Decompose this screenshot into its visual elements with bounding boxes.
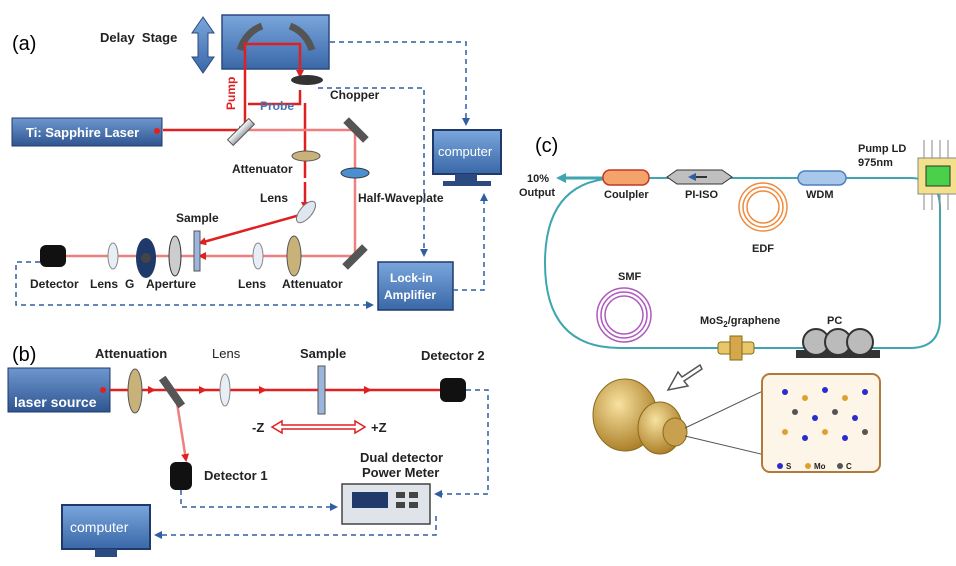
detector-a	[40, 245, 66, 267]
connector-closeup	[592, 378, 688, 455]
sample-b-label: Sample	[300, 346, 346, 361]
attenuation-label: Attenuation	[95, 346, 167, 361]
legend-mo: Mo	[814, 462, 826, 471]
zoom-arrow-icon	[666, 363, 703, 392]
attenuator-top-label: Attenuator	[232, 162, 293, 176]
mos2-label-suffix: /graphene	[728, 315, 781, 327]
lens-left	[107, 242, 119, 270]
laser-source-label: laser source	[14, 394, 97, 410]
aperture-label: Aperture	[146, 277, 196, 291]
coupler	[602, 169, 650, 186]
attenuator-top	[291, 150, 321, 162]
pi-iso	[666, 169, 733, 185]
attenuation-component	[127, 368, 186, 414]
sample-a	[193, 230, 201, 272]
delay-stage	[221, 14, 330, 70]
legend-s: S	[786, 462, 792, 471]
mirror-top-right	[343, 117, 369, 143]
lens-left-label: Lens	[90, 277, 118, 291]
pump-ld-pins	[923, 140, 949, 210]
lens-b-label: Lens	[212, 346, 241, 361]
mirror-beamsplitter	[226, 117, 256, 147]
pc-label: PC	[827, 315, 842, 327]
lens-right-label: Lens	[238, 277, 266, 291]
pump-ld	[917, 157, 956, 195]
g-component	[136, 238, 156, 278]
plus-z-label: +Z	[371, 420, 387, 435]
computer-b-label: computer	[70, 519, 129, 535]
wdm	[797, 170, 847, 186]
signal-lines-b	[154, 389, 489, 539]
sample-a-label: Sample	[176, 211, 219, 225]
mirror-bottom-right	[342, 244, 368, 270]
closeup-pointer-lines	[684, 389, 766, 456]
mos2-connector	[717, 335, 755, 361]
coupler-label: Coulpler	[604, 189, 649, 201]
lens-upper	[295, 200, 317, 224]
computer-a	[432, 129, 502, 186]
ti-sapphire-laser	[11, 117, 163, 147]
edf-coil	[738, 182, 788, 232]
aperture	[168, 235, 182, 277]
lockin-amplifier	[377, 261, 454, 311]
mos2-label-sub: 2	[723, 320, 728, 329]
dual-detector-label-line1: Dual detector	[360, 450, 443, 465]
minus-z-label: -Z	[252, 420, 264, 435]
fiber-ring	[543, 177, 941, 349]
probe-beam	[58, 128, 357, 260]
computer-a-label: computer	[438, 144, 493, 159]
polarization-controller	[796, 328, 880, 358]
attenuator-bottom-label: Attenuator	[282, 277, 343, 291]
detector1-label: Detector 1	[204, 468, 268, 483]
output-label-line2: Output	[519, 187, 555, 199]
detector2	[440, 378, 466, 402]
detector-a-label: Detector	[30, 277, 79, 291]
lattice-inset	[761, 373, 881, 473]
z-double-arrow-icon	[270, 419, 367, 435]
detector1	[170, 462, 192, 490]
lens-upper-label: Lens	[260, 191, 288, 205]
lens-right	[252, 242, 264, 270]
panel-b-label: (b)	[12, 344, 36, 366]
g-label: G	[125, 277, 134, 291]
panel-a-label: (a)	[12, 33, 36, 55]
panel-c-label: (c)	[535, 135, 558, 157]
mos2-label-prefix: MoS	[700, 315, 723, 327]
legend-c: C	[846, 462, 852, 471]
pump-ld-label-line2: 975nm	[858, 157, 893, 169]
lockin-label-line2: Amplifier	[384, 288, 436, 302]
smf-coil	[596, 287, 652, 343]
mos2-label: MoS2/graphene	[700, 315, 780, 329]
probe-label: Probe	[260, 99, 294, 113]
delay-stage-label: Delay Stage	[100, 30, 177, 45]
computer-b	[61, 504, 151, 557]
power-meter	[341, 483, 431, 525]
edf-label: EDF	[752, 243, 774, 255]
lens-b	[219, 373, 231, 407]
ti-sapphire-laser-label: Ti: Sapphire Laser	[26, 125, 139, 140]
lockin-label-line1: Lock-in	[390, 271, 433, 285]
chopper-label: Chopper	[330, 88, 380, 102]
pump-beam	[163, 42, 309, 246]
output-label-line1: 10%	[527, 173, 549, 185]
pump-label: Pump	[224, 77, 238, 110]
half-waveplate	[340, 167, 370, 179]
half-waveplate-label: Half-Waveplate	[358, 191, 444, 205]
dual-detector-label-line2: Power Meter	[362, 465, 439, 480]
pump-ld-label-line1: Pump LD	[858, 143, 906, 155]
chopper	[291, 75, 323, 85]
detector2-label: Detector 2	[421, 348, 485, 363]
signal-lines-a	[15, 41, 488, 309]
attenuator-bottom	[286, 235, 302, 277]
sample-b	[317, 365, 326, 415]
smf-label: SMF	[618, 271, 642, 283]
delay-stage-double-arrow-icon	[191, 16, 215, 74]
wdm-label: WDM	[806, 189, 834, 201]
laser-source	[7, 367, 111, 413]
pi-iso-label: PI-ISO	[685, 189, 718, 201]
